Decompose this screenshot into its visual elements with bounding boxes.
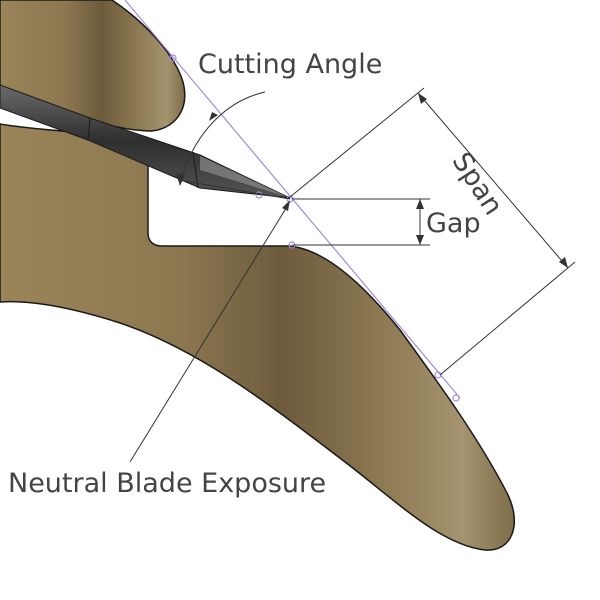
- cutting-angle-arc: [179, 91, 266, 183]
- exposure-arrow: [282, 200, 290, 211]
- cutting-angle-arrow: [209, 112, 218, 121]
- construction-point: [169, 54, 177, 62]
- blade-facet-line: [87, 117, 91, 141]
- angle-reference-line: [177, 179, 291, 200]
- span-arrow: [559, 257, 568, 268]
- construction-point: [255, 191, 263, 199]
- gap-label: Gap: [426, 208, 481, 239]
- span-dimension-line: [417, 92, 569, 269]
- guard-body: [0, 123, 516, 551]
- span-extension-line: [439, 261, 576, 376]
- cutting-angle-label: Cutting Angle: [198, 49, 383, 80]
- neutral-blade-exposure-label: Neutral Blade Exposure: [8, 468, 327, 499]
- blade-highlight: [200, 156, 288, 197]
- blade-facet-line: [192, 151, 199, 189]
- construction-point: [452, 394, 460, 402]
- span-arrow: [418, 93, 427, 104]
- span-extension-line: [289, 87, 425, 198]
- construction-point: [434, 371, 442, 379]
- gap-arrow: [416, 199, 424, 209]
- gap-arrow: [416, 235, 424, 245]
- cutting-angle-arrow: [176, 173, 185, 186]
- exposure-leader-line: [129, 204, 289, 463]
